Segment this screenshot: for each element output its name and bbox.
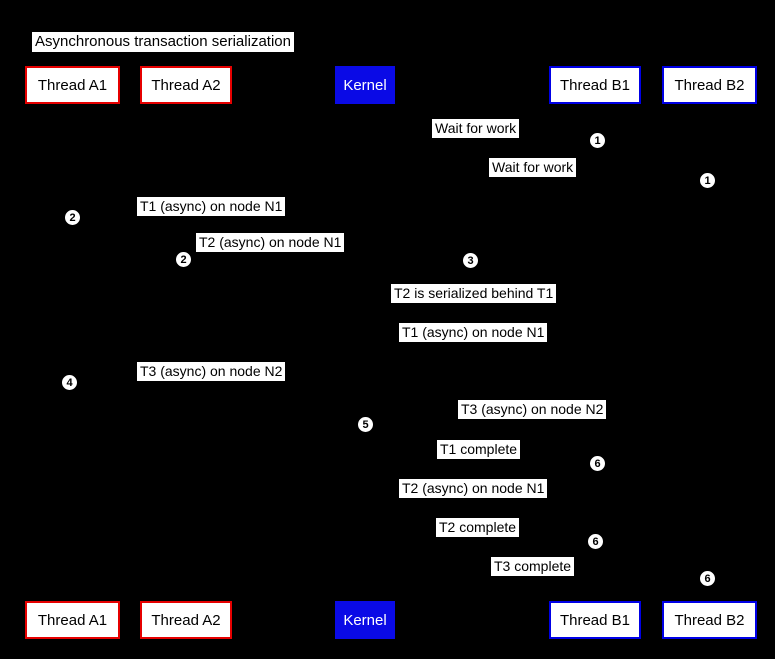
- message-label: T1 complete: [437, 440, 521, 459]
- participant-thread-a1-top: Thread A1: [25, 66, 120, 104]
- message-label: T3 (async) on node N2: [137, 362, 286, 381]
- participant-thread-b1-bottom: Thread B1: [549, 601, 641, 639]
- step-marker: 2: [175, 251, 192, 268]
- participant-kernel-bottom: Kernel: [335, 601, 395, 639]
- message-label: T1 (async) on node N1: [399, 323, 548, 342]
- step-marker: 1: [699, 172, 716, 189]
- step-marker: 1: [589, 132, 606, 149]
- message-label: T3 complete: [491, 557, 575, 576]
- participant-thread-a1-bottom: Thread A1: [25, 601, 120, 639]
- step-marker: 6: [587, 533, 604, 550]
- message-label: T2 (async) on node N1: [399, 479, 548, 498]
- step-marker: 4: [61, 374, 78, 391]
- participant-kernel-top: Kernel: [335, 66, 395, 104]
- step-marker: 2: [64, 209, 81, 226]
- message-label: Wait for work: [489, 158, 577, 177]
- message-label: Wait for work: [432, 119, 520, 138]
- step-marker: 6: [589, 455, 606, 472]
- participant-thread-a2-bottom: Thread A2: [140, 601, 232, 639]
- participant-thread-a2-top: Thread A2: [140, 66, 232, 104]
- message-label: T2 (async) on node N1: [196, 233, 345, 252]
- step-marker: 6: [699, 570, 716, 587]
- message-label: T2 is serialized behind T1: [391, 284, 557, 303]
- message-label: T2 complete: [436, 518, 520, 537]
- participant-thread-b2-top: Thread B2: [662, 66, 757, 104]
- message-label: T3 (async) on node N2: [458, 400, 607, 419]
- diagram-title: Asynchronous transaction serialization: [32, 32, 294, 52]
- message-label: T1 (async) on node N1: [137, 197, 286, 216]
- participant-thread-b1-top: Thread B1: [549, 66, 641, 104]
- step-marker: 5: [357, 416, 374, 433]
- participant-thread-b2-bottom: Thread B2: [662, 601, 757, 639]
- step-marker: 3: [462, 252, 479, 269]
